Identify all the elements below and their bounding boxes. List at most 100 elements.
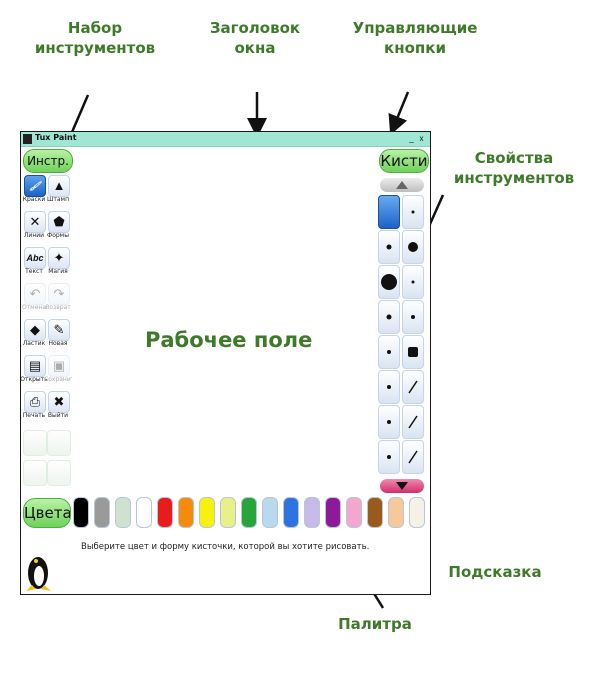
color-swatch[interactable] [157,497,173,528]
brush-option[interactable] [402,195,424,229]
brush-dot-icon [386,314,392,320]
brush-dot-icon [387,350,391,354]
tool-label: Сохранить [44,376,72,383]
color-swatch[interactable] [94,497,110,528]
close-button[interactable]: x [419,134,424,143]
brush-dot-icon [387,455,391,459]
color-swatch[interactable] [409,497,425,528]
brush-option[interactable] [378,195,400,229]
tool-label: Штамп [46,196,70,203]
color-swatch[interactable] [73,497,89,528]
brush-stroke-icon [408,380,418,394]
brush-option[interactable] [378,440,400,474]
tool-stamp[interactable]: ▲Штамп [46,175,70,205]
tool-shapes[interactable]: ⬟Формы [47,211,70,241]
brush-option[interactable] [402,370,424,404]
minimize-button[interactable]: _ [409,134,414,143]
tool-label: Ластик [22,340,46,347]
tool-label: Краски [22,196,46,203]
arrow-up-icon [396,181,408,189]
brush-option[interactable] [402,440,424,474]
color-swatch[interactable] [304,497,320,528]
brush-dot-icon [386,244,392,250]
color-swatch[interactable] [241,497,257,528]
brush-option[interactable] [402,405,424,439]
brush-option[interactable] [402,265,424,299]
tool-save[interactable]: ▣Сохранить [44,355,72,385]
tuxpaint-window: Tux Paint _ x Инстр. Кисти 🖌Краски▲Штамп… [20,131,431,595]
colors-button[interactable]: Цвета [23,498,71,528]
tool-label: Формы [47,232,69,239]
brush-dot-icon [408,242,418,252]
hint-text: Выберите цвет и форму кисточки, которой … [81,542,370,552]
brush-shape-icon [408,347,418,357]
new-icon: ✎ [48,319,70,341]
brush-option[interactable] [402,230,424,264]
drawing-canvas[interactable] [71,147,376,493]
color-swatch[interactable] [220,497,236,528]
color-swatch[interactable] [115,497,131,528]
tool-open[interactable]: ▤Открыть [20,355,48,385]
brush-option[interactable] [378,230,400,264]
tool-label: Текст [25,268,43,275]
color-swatch[interactable] [199,497,215,528]
arrow-down-icon [396,482,408,490]
color-swatch[interactable] [262,497,278,528]
canvas-area-label: Рабочее поле [145,328,313,352]
brush-dot-icon [387,385,391,389]
tool-magic[interactable]: ✦Магия [47,247,70,277]
tool-undo[interactable]: ↶Отмена [21,283,47,313]
brush-option[interactable] [378,265,400,299]
brush-option[interactable] [378,335,400,369]
color-swatch[interactable] [283,497,299,528]
brush-dot-icon [411,210,415,214]
tool-label: Выйти [47,412,69,419]
tool-label: Отмена [21,304,47,311]
tool-lines[interactable]: ✕Линии [23,211,46,241]
brush-option[interactable] [402,335,424,369]
open-icon: ▤ [24,355,46,377]
tool-redo[interactable]: ↷Возврат [45,283,71,313]
tool-label: Возврат [45,304,71,311]
window-titlebar: Tux Paint _ x [21,132,430,147]
color-swatch[interactable] [388,497,404,528]
brush-scroll-down-button[interactable] [380,479,424,493]
quit-icon: ✖ [48,391,70,413]
stamp-icon: ▲ [48,175,70,197]
color-swatch[interactable] [325,497,341,528]
color-swatch[interactable] [367,497,383,528]
brushes-header-button[interactable]: Кисти [379,149,429,173]
empty-tool-slot [23,430,47,456]
tool-quit[interactable]: ✖Выйти [47,391,70,421]
window-title: Tux Paint [35,133,77,142]
tool-label: Открыть [20,376,48,383]
tool-label: Магия [48,268,68,275]
tool-new[interactable]: ✎Новая [47,319,70,349]
tools-header-button[interactable]: Инстр. [23,149,73,173]
brush-option[interactable] [378,370,400,404]
empty-tool-slot [23,460,47,486]
brush-option[interactable] [378,300,400,334]
brush-option[interactable] [402,300,424,334]
tool-paint-brush[interactable]: 🖌Краски [22,175,46,205]
brush-dot-icon [411,280,415,284]
brush-stroke-icon [408,415,418,429]
callout-tool-properties: Свойства инструментов [453,149,575,187]
color-swatch[interactable] [136,497,152,528]
color-swatch[interactable] [346,497,362,528]
print-icon: ⎙ [24,391,46,413]
tux-penguin-icon [26,557,51,591]
empty-tool-slot [47,430,71,456]
save-icon: ▣ [48,355,70,377]
text-icon: Abc [24,247,46,269]
brush-scroll-up-button[interactable] [380,178,424,192]
callout-toolbox: Набор инструментов [34,19,156,57]
tool-print[interactable]: ⎙Печать [23,391,46,421]
color-swatch[interactable] [178,497,194,528]
callout-palette: Палитра [338,615,412,633]
paint-brush-icon: 🖌 [24,175,46,197]
brush-option[interactable] [378,405,400,439]
tool-eraser[interactable]: ◆Ластик [22,319,46,349]
brush-dot-icon [411,315,415,319]
